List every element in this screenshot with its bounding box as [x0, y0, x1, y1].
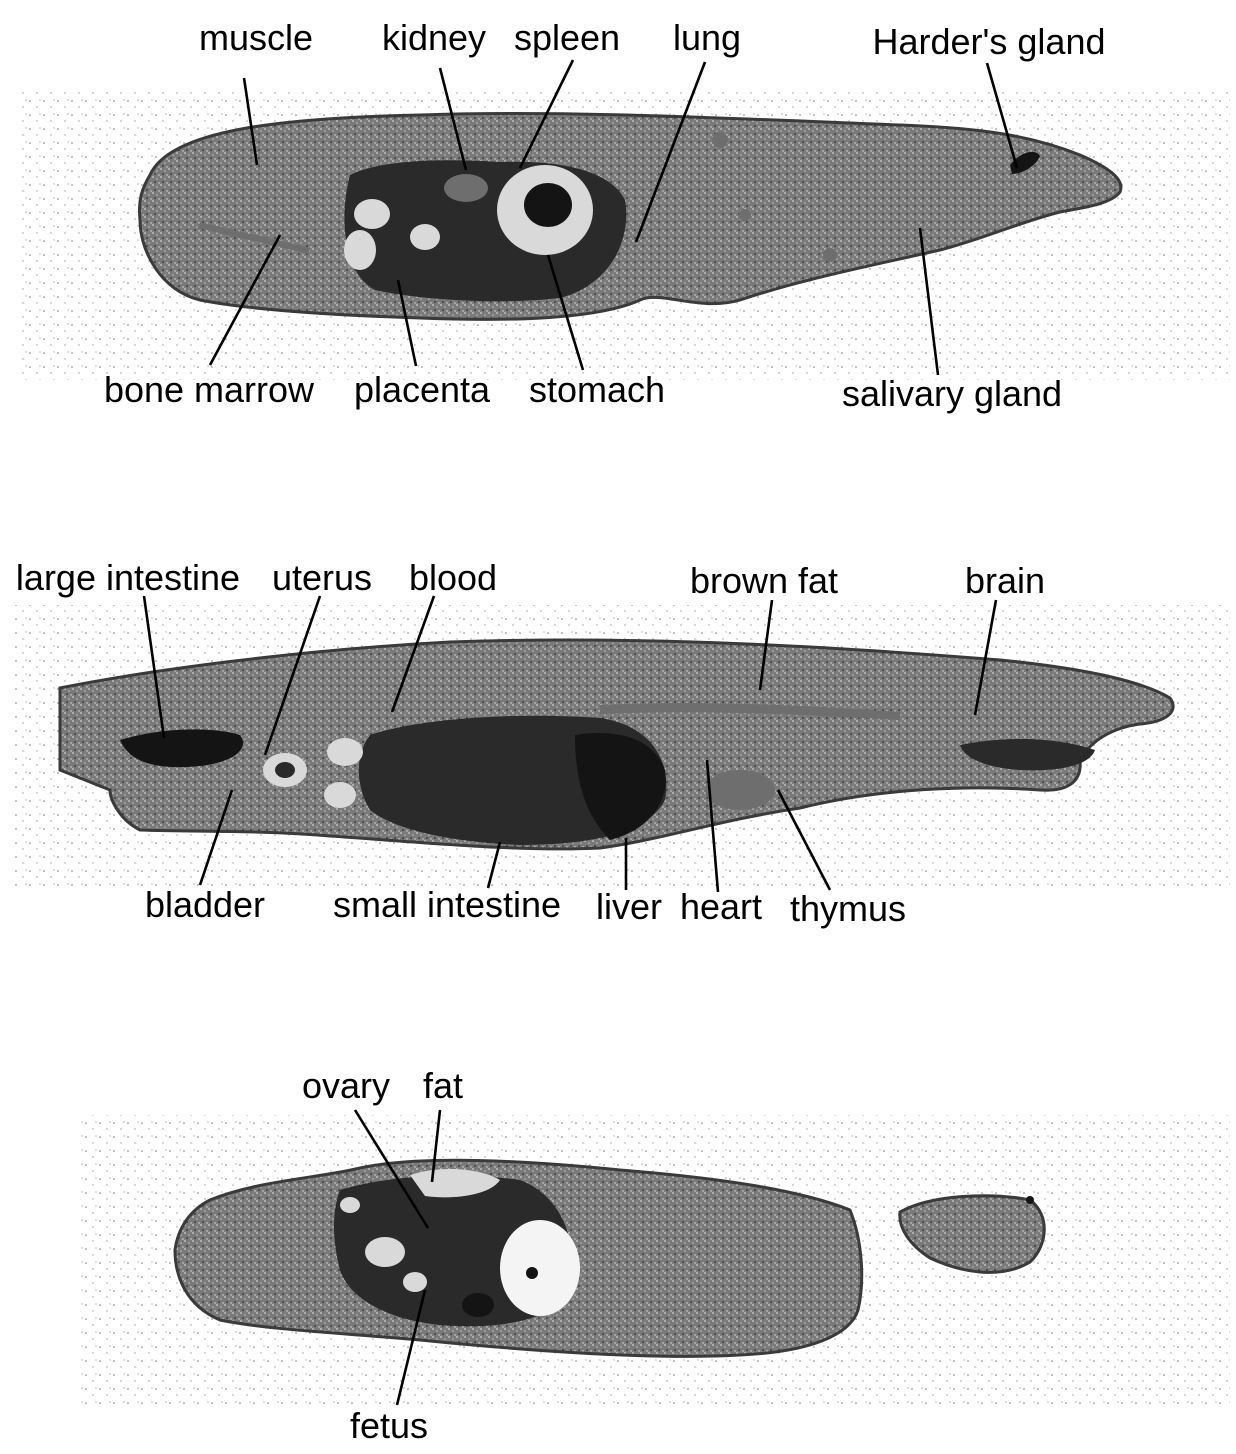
section-1-kidney-region: [444, 174, 488, 202]
label-blood: blood: [409, 557, 497, 598]
label-brain: brain: [965, 560, 1045, 601]
label-harders-gland: Harder's gland: [873, 21, 1106, 62]
label-bladder: bladder: [145, 884, 265, 925]
section-1-placenta-a: [354, 199, 390, 229]
label-muscle: muscle: [199, 17, 313, 58]
label-heart: heart: [680, 886, 762, 927]
label-brown-fat: brown fat: [690, 560, 838, 601]
label-kidney: kidney: [382, 17, 486, 58]
section-3-stomach-ring: [500, 1220, 580, 1316]
label-large-intestine: large intestine: [16, 557, 240, 598]
section-1-spot-b: [739, 209, 751, 221]
label-stomach: stomach: [529, 369, 665, 410]
section-1-placenta-c: [410, 224, 440, 250]
section-3-fetus-a: [365, 1237, 405, 1267]
section-1-spot-c: [823, 248, 837, 262]
section-3: ovary fat fetus: [80, 1065, 1230, 1446]
label-liver: liver: [596, 886, 662, 927]
label-uterus: uterus: [272, 557, 372, 598]
section-1: muscle kidney spleen lung Harder's gland…: [20, 17, 1230, 414]
section-2-uterus-lumen-a: [275, 762, 295, 778]
label-thymus: thymus: [790, 888, 906, 929]
label-small-intestine: small intestine: [333, 884, 561, 925]
section-3-fetus-c: [403, 1272, 427, 1292]
label-fetus: fetus: [350, 1405, 428, 1446]
section-2-uterus-ring-c: [324, 782, 356, 808]
label-bone-marrow: bone marrow: [104, 369, 315, 410]
section-3-stomach-spot: [526, 1267, 538, 1279]
section-1-spot-a: [712, 132, 728, 148]
label-placenta: placenta: [354, 369, 491, 410]
section-2-heart-region: [705, 770, 775, 810]
section-1-placenta-b: [344, 230, 376, 270]
section-3-head-spot: [1026, 1196, 1034, 1204]
section-2: large intestine uterus blood brown fat b…: [15, 557, 1230, 929]
section-2-uterus-ring-b: [327, 738, 363, 766]
section-1-stomach-lumen: [524, 183, 572, 227]
section-3-dark-spot: [462, 1293, 494, 1317]
label-spleen: spleen: [514, 17, 620, 58]
label-fat: fat: [423, 1065, 463, 1106]
label-ovary: ovary: [302, 1065, 390, 1106]
label-salivary-gland: salivary gland: [842, 373, 1062, 414]
section-3-fetus-b: [340, 1197, 360, 1213]
label-lung: lung: [673, 17, 741, 58]
